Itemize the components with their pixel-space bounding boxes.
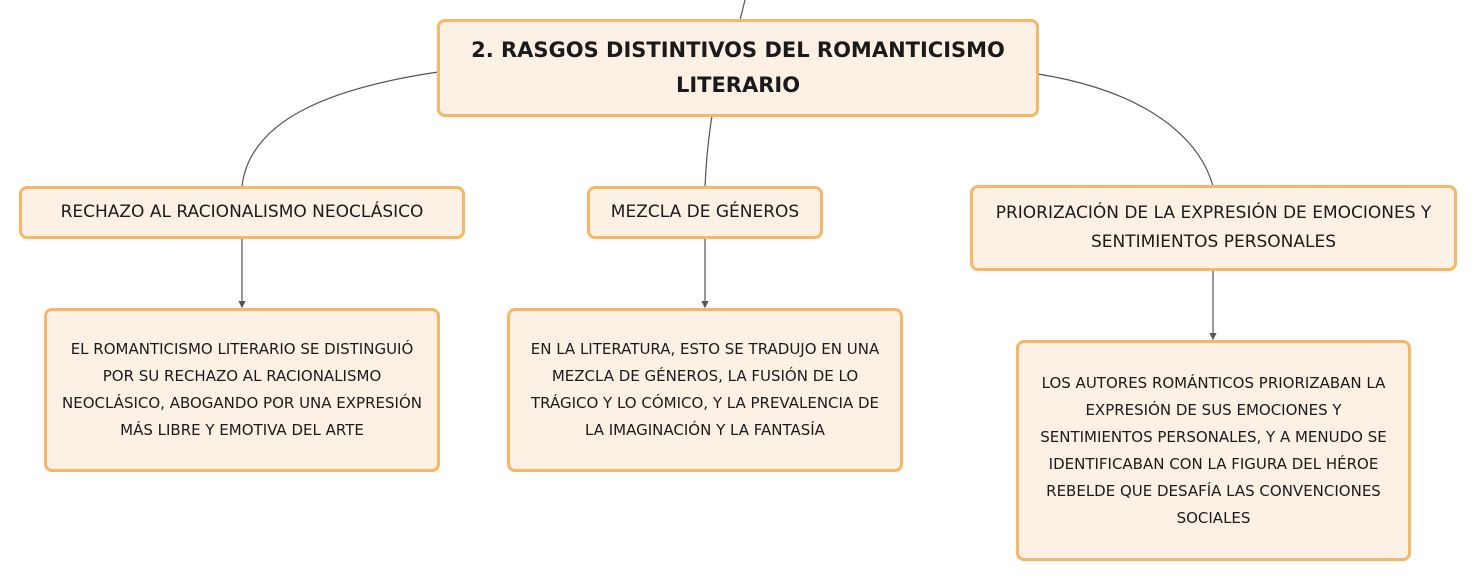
connector-root-to-branch-3 bbox=[1037, 73, 1214, 187]
branch-label: MEZCLA DE GÉNEROS bbox=[610, 202, 800, 222]
branch-node-mezcla[interactable]: MEZCLA DE GÉNEROS bbox=[587, 186, 823, 239]
branch-label: RECHAZO AL RACIONALISMO NEOCLÁSICO bbox=[60, 202, 424, 222]
branch-label: PRIORIZACIÓN DE LA EXPRESIÓN DE EMOCIONE… bbox=[995, 203, 1432, 252]
detail-text: LOS AUTORES ROMÁNTICOS PRIORIZABAN LA EX… bbox=[1040, 373, 1387, 527]
detail-node-rechazo[interactable]: EL ROMANTICISMO LITERARIO SE DISTINGUIÓ … bbox=[44, 308, 440, 472]
detail-node-priorizacion[interactable]: LOS AUTORES ROMÁNTICOS PRIORIZABAN LA EX… bbox=[1016, 340, 1411, 561]
connector-root-to-branch-2 bbox=[704, 115, 713, 187]
connector-root-to-branch-1 bbox=[241, 71, 439, 187]
detail-node-mezcla[interactable]: EN LA LITERATURA, ESTO SE TRADUJO EN UNA… bbox=[507, 308, 903, 472]
detail-text: EN LA LITERATURA, ESTO SE TRADUJO EN UNA… bbox=[530, 340, 880, 439]
branch-node-rechazo[interactable]: RECHAZO AL RACIONALISMO NEOCLÁSICO bbox=[19, 186, 465, 239]
connector-parent-to-root bbox=[739, 0, 746, 21]
detail-text: EL ROMANTICISMO LITERARIO SE DISTINGUIÓ … bbox=[62, 340, 422, 439]
branch-node-priorizacion[interactable]: PRIORIZACIÓN DE LA EXPRESIÓN DE EMOCIONE… bbox=[970, 185, 1457, 271]
root-topic-title: 2. RASGOS DISTINTIVOS DEL ROMANTICISMO L… bbox=[471, 38, 1005, 97]
root-topic-node[interactable]: 2. RASGOS DISTINTIVOS DEL ROMANTICISMO L… bbox=[437, 19, 1039, 117]
